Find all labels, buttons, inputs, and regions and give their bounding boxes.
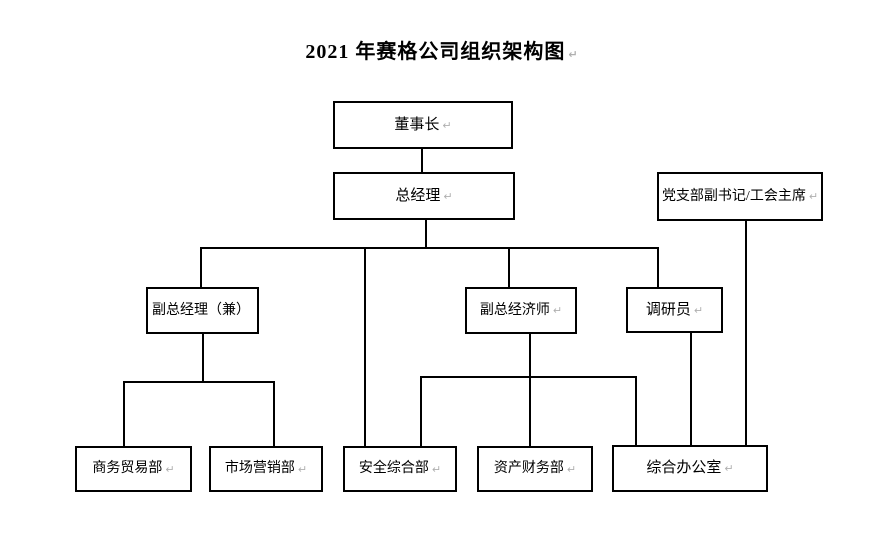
org-node-assets-finance-dept: 资产财务部↵ bbox=[477, 446, 593, 492]
connector-drop-researcher bbox=[657, 247, 659, 287]
org-node-commerce-trade-dept: 商务贸易部↵ bbox=[75, 446, 192, 492]
org-node-label: 副总经理（兼） bbox=[152, 302, 250, 318]
paragraph-mark-icon: ↵ bbox=[443, 189, 453, 203]
org-node-label: 党支部副书记/工会主席 bbox=[661, 188, 806, 204]
connector-drop-marketing-dept bbox=[273, 381, 275, 446]
org-node-general-manager: 总经理↵ bbox=[333, 172, 515, 220]
org-node-label: 商务贸易部 bbox=[92, 461, 163, 476]
connector-chairman-gm bbox=[421, 149, 423, 172]
org-node-label: 安全综合部 bbox=[358, 461, 429, 476]
org-node-chairman: 董事长↵ bbox=[333, 101, 513, 149]
connector-drop-office-left bbox=[635, 376, 637, 445]
paragraph-mark-icon: ↵ bbox=[442, 118, 452, 132]
org-node-label: 副总经济师 bbox=[479, 302, 550, 318]
org-node-label: 资产财务部 bbox=[493, 461, 564, 476]
org-node-researcher: 调研员↵ bbox=[626, 287, 723, 333]
chart-title-text: 2021 年赛格公司组织架构图 bbox=[305, 41, 566, 63]
paragraph-mark-icon: ↵ bbox=[568, 48, 579, 61]
org-node-general-office: 综合办公室↵ bbox=[612, 445, 768, 492]
org-node-label: 调研员 bbox=[645, 301, 691, 318]
paragraph-mark-icon: ↵ bbox=[552, 304, 563, 317]
connector-party-office bbox=[745, 221, 747, 445]
paragraph-mark-icon: ↵ bbox=[165, 462, 175, 476]
chart-title: 2021 年赛格公司组织架构图↵ bbox=[0, 35, 884, 64]
connector-gm-riser bbox=[425, 220, 427, 248]
paragraph-mark-icon: ↵ bbox=[808, 190, 819, 203]
org-node-label: 总经理 bbox=[395, 187, 441, 204]
connector-drop-safety-dept-2 bbox=[420, 376, 422, 446]
org-node-label: 董事长 bbox=[394, 116, 440, 133]
connector-economist-assets-dept bbox=[529, 334, 531, 446]
connector-drop-deputy-gm bbox=[200, 247, 202, 287]
connector-distribution-bar bbox=[201, 247, 659, 249]
connector-researcher-office bbox=[690, 333, 692, 445]
org-node-party-deputy-secretary: 党支部副书记/工会主席↵ bbox=[657, 172, 823, 221]
paragraph-mark-icon: ↵ bbox=[431, 462, 442, 476]
paragraph-mark-icon: ↵ bbox=[566, 462, 577, 476]
paragraph-mark-icon: ↵ bbox=[297, 462, 308, 476]
org-node-deputy-chief-economist: 副总经济师↵ bbox=[465, 287, 577, 334]
org-node-marketing-dept: 市场营销部↵ bbox=[209, 446, 323, 492]
connector-drop-economist bbox=[508, 247, 510, 287]
connector-deputy-gm-riser bbox=[202, 334, 204, 383]
org-node-label: 市场营销部 bbox=[224, 461, 295, 476]
connector-drop-safety-dept bbox=[364, 247, 366, 446]
paragraph-mark-icon: ↵ bbox=[724, 462, 734, 475]
paragraph-mark-icon: ↵ bbox=[693, 303, 704, 317]
org-node-label: 综合办公室 bbox=[646, 460, 722, 476]
connector-economist-children-bar bbox=[420, 376, 636, 378]
connector-drop-commerce-dept bbox=[123, 381, 125, 446]
org-node-safety-general-dept: 安全综合部↵ bbox=[343, 446, 457, 492]
connector-deputy-gm-children-bar bbox=[123, 381, 275, 383]
org-node-deputy-general-manager: 副总经理（兼） bbox=[146, 287, 259, 334]
